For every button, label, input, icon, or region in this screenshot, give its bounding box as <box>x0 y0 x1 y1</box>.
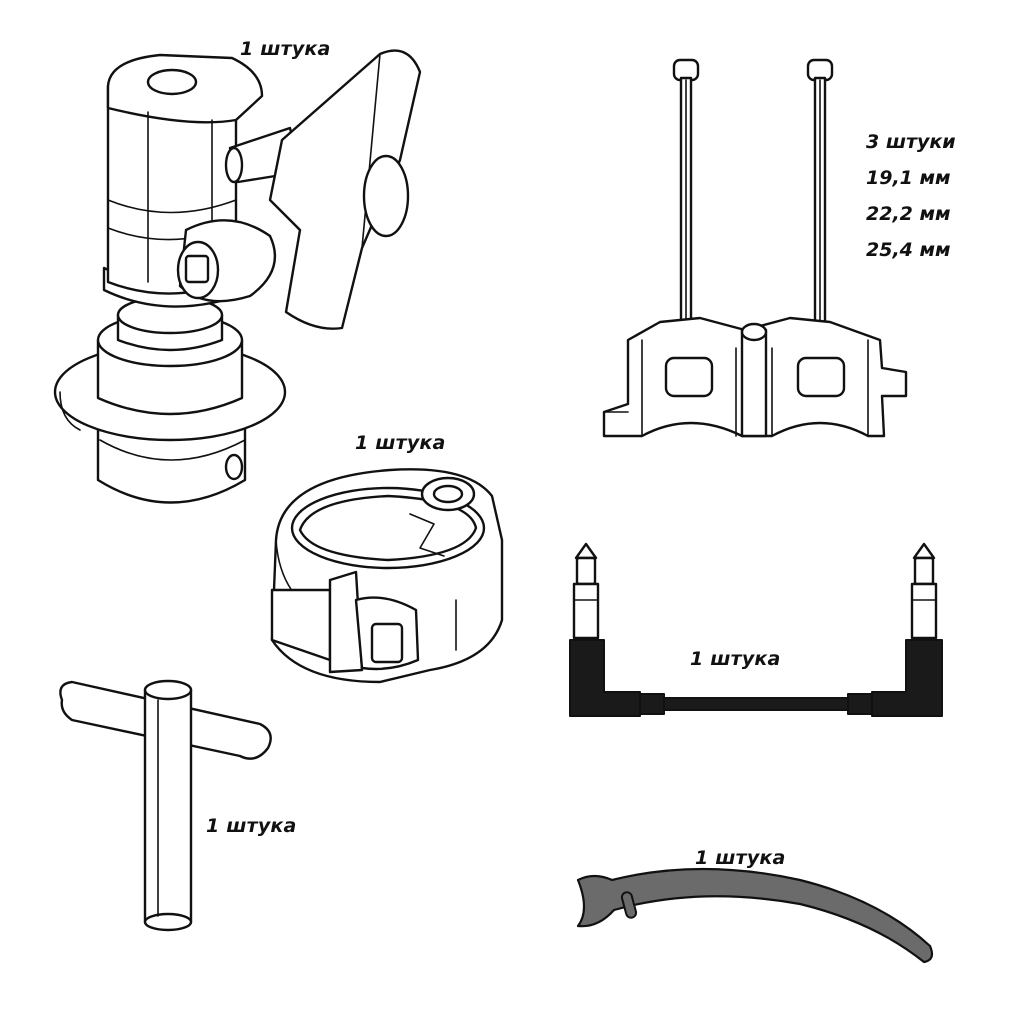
sensor-holder-size-label: 19,1 мм <box>866 167 951 189</box>
cable-strap-illustration <box>576 867 934 964</box>
drum-key-illustration <box>59 679 272 932</box>
sensor-holder-illustration <box>602 58 908 438</box>
memory-lock-quantity-label: 1 штука <box>355 432 446 454</box>
sensor-holder-size-label: 25,4 мм <box>866 239 951 261</box>
cable-strap-quantity-label: 1 штука <box>695 847 786 869</box>
sensor-holder-size-label: 22,2 мм <box>866 203 951 225</box>
sensor-holder-quantity-label: 3 штуки <box>866 131 956 153</box>
clamp-mount-illustration <box>53 49 422 504</box>
drum-key-quantity-label: 1 штука <box>206 815 297 837</box>
patch-cable-illustration <box>569 542 943 717</box>
clamp-mount-quantity-label: 1 штука <box>240 38 331 60</box>
memory-lock-illustration <box>270 468 504 684</box>
patch-cable-quantity-label: 1 штука <box>690 648 781 670</box>
sensor-holder-label-group: 3 штуки 19,1 мм 22,2 мм 25,4 мм <box>866 124 956 268</box>
